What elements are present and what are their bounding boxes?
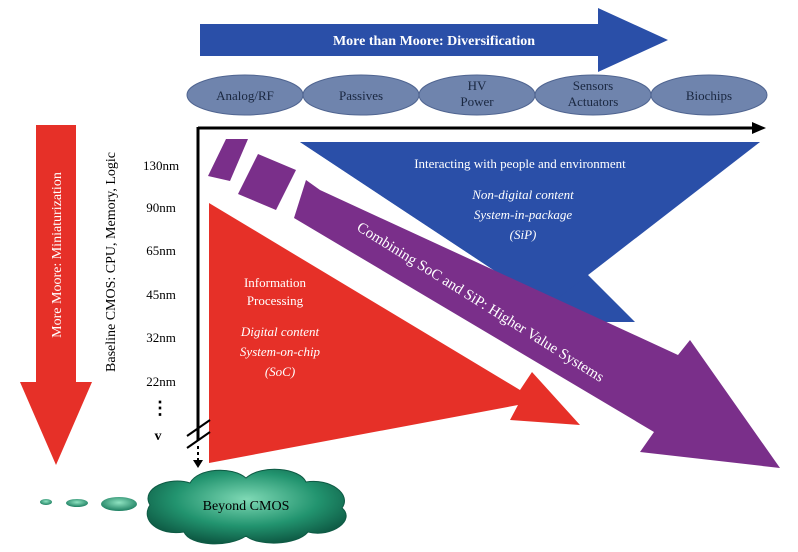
- continuation-dots: ⋮: [151, 398, 169, 418]
- beyond-cmos-cloud: Beyond CMOS: [40, 468, 347, 545]
- category-passives: Passives: [302, 74, 420, 116]
- sip-region: [300, 142, 760, 322]
- category-sensors-actuators-line1: Sensors: [573, 78, 613, 93]
- sip-line-2: System-in-package: [474, 207, 572, 222]
- category-passives-label: Passives: [339, 88, 383, 103]
- node-labels: 130nm 90nm 65nm 45nm 32nm 22nm: [143, 158, 179, 389]
- category-hv-power-line1: HV: [468, 78, 487, 93]
- more-moore-arrow: More Moore: Miniaturization: [20, 125, 92, 465]
- trail-dot: [66, 499, 88, 507]
- category-row: Analog/RF Passives HV Power Sensors Actu…: [186, 74, 768, 116]
- node-label: 22nm: [146, 374, 176, 389]
- category-analog-rf-label: Analog/RF: [216, 88, 274, 103]
- category-hv-power-line2: Power: [460, 94, 494, 109]
- node-label: 65nm: [146, 243, 176, 258]
- category-biochips-label: Biochips: [686, 88, 732, 103]
- trail-dot: [101, 497, 137, 511]
- higher-value-arrow: [208, 139, 780, 468]
- node-label: 90nm: [146, 200, 176, 215]
- continuation-arrowhead: v: [155, 429, 162, 444]
- soc-line-1: Digital content: [240, 324, 320, 339]
- category-sensors-actuators: Sensors Actuators: [534, 74, 652, 116]
- soc-title-2: Processing: [247, 293, 304, 308]
- trail-dot: [40, 499, 52, 505]
- category-biochips: Biochips: [650, 74, 768, 116]
- soc-line-2: System-on-chip: [240, 344, 321, 359]
- sip-title: Interacting with people and environment: [414, 156, 626, 171]
- soc-title-1: Information: [244, 275, 307, 290]
- beyond-cmos-label: Beyond CMOS: [203, 499, 290, 514]
- sip-line-1: Non-digital content: [471, 187, 574, 202]
- soc-region: [209, 203, 580, 463]
- node-label: 45nm: [146, 287, 176, 302]
- node-label: 130nm: [143, 158, 179, 173]
- node-label: 32nm: [146, 330, 176, 345]
- more-than-moore-arrow: More than Moore: Diversification: [200, 8, 668, 72]
- category-hv-power: HV Power: [418, 74, 536, 116]
- axes: [186, 122, 766, 468]
- baseline-cmos-label: Baseline CMOS: CPU, Memory, Logic: [104, 152, 119, 372]
- soc-line-3: (SoC): [265, 364, 295, 379]
- category-sensors-actuators-line2: Actuators: [568, 94, 619, 109]
- category-analog-rf: Analog/RF: [186, 74, 304, 116]
- more-moore-label: More Moore: Miniaturization: [50, 172, 65, 338]
- sip-line-3: (SiP): [510, 227, 537, 242]
- more-than-moore-label: More than Moore: Diversification: [333, 34, 535, 49]
